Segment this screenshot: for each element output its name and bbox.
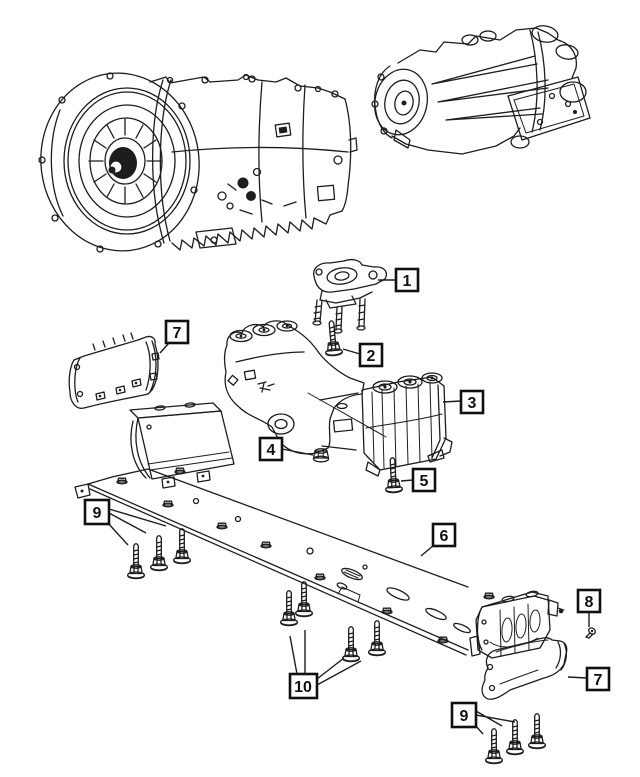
callout-7-front: 7 [164, 319, 190, 345]
callout-6-label: 6 [440, 528, 449, 545]
callout-10: 10 [288, 672, 319, 700]
callout-9-rear-label: 9 [460, 708, 469, 725]
callout-7-rear-label: 7 [594, 672, 603, 689]
transmission-mount-drawing [312, 258, 388, 334]
heat-shield-rear-drawing [481, 637, 568, 700]
callout-3: 3 [459, 389, 485, 415]
callout-3-label: 3 [468, 395, 477, 412]
callout-2-label: 2 [367, 348, 376, 365]
callout-8-label: 8 [585, 594, 594, 611]
callout-4: 4 [258, 436, 284, 462]
callout-7-rear: 7 [585, 666, 611, 692]
callout-2: 2 [358, 342, 384, 368]
skid-plate-drawing [74, 402, 565, 659]
callout-4-label: 4 [267, 442, 276, 459]
callout-5-label: 5 [420, 473, 429, 490]
callout-9-front-label: 9 [93, 505, 102, 522]
callout-7-front-label: 7 [173, 325, 182, 342]
automatic-transmission-drawing [38, 72, 358, 253]
flange-nut-drawing [312, 448, 330, 463]
callout-6: 6 [431, 522, 457, 548]
leader-lines [106, 279, 590, 735]
callout-5: 5 [411, 467, 437, 493]
bolt-set-front-drawing [127, 528, 191, 580]
callout-9-front: 9 [83, 498, 111, 526]
callout-1-label: 1 [403, 273, 412, 290]
callout-8: 8 [576, 588, 602, 614]
callout-10-label: 10 [294, 679, 312, 696]
heat-shield-front-drawing [68, 332, 160, 409]
bolt-set-center-drawing [280, 581, 386, 663]
crossmember-bolt-drawing [383, 456, 404, 494]
callout-1: 1 [394, 267, 420, 293]
screw-drawing [585, 627, 596, 639]
crossmember-drawing [223, 320, 453, 477]
transfer-case-drawing [371, 25, 591, 155]
callout-9-rear: 9 [450, 701, 478, 729]
